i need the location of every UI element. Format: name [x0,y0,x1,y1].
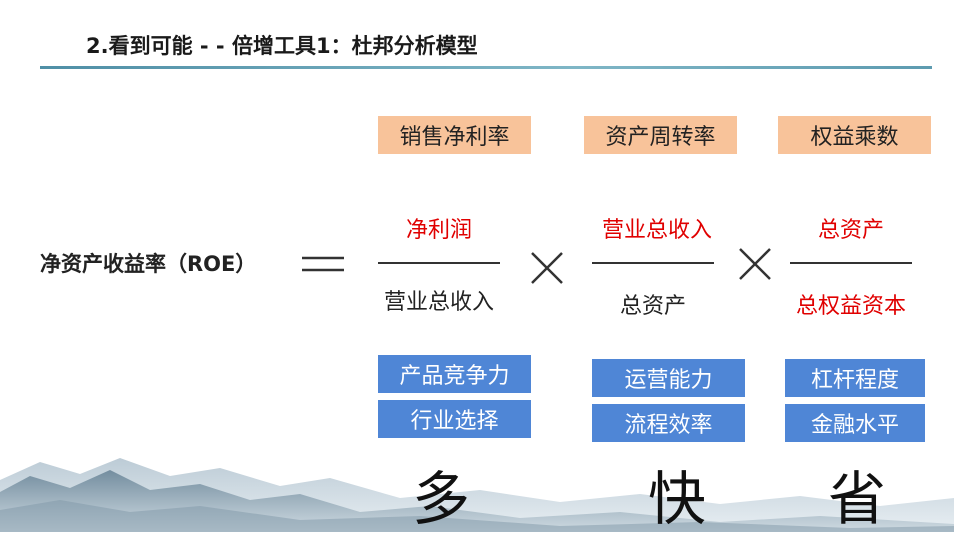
factor-header-equity-multiplier: 权益乘数 [778,116,931,154]
fraction-1-bar [378,262,500,264]
page-title: 2.看到可能 - - 倍增工具1：杜邦分析模型 [86,34,478,58]
driver-box-industry-choice: 行业选择 [378,400,531,438]
factor-header-net-margin: 销售净利率 [378,116,531,154]
fraction-2-numerator: 营业总收入 [601,218,712,243]
driver-box-financial-level: 金融水平 [785,404,925,442]
equals-sign [302,256,344,272]
driver-box-product-competitiveness: 产品竞争力 [378,355,531,393]
fraction-3-denominator: 总权益资本 [795,294,906,319]
fraction-3-numerator: 总资产 [817,218,884,243]
mountain-landscape-image [0,458,954,532]
keyword-save: 省 [828,465,887,533]
multiply-sign-2 [739,248,771,280]
keyword-fast: 快 [648,465,707,533]
fraction-1-numerator: 净利润 [405,218,472,243]
factor-header-asset-turnover: 资产周转率 [584,116,737,154]
roe-label: 净资产收益率（ROE） [40,252,257,276]
fraction-3-bar [790,262,912,264]
keyword-more: 多 [412,465,471,533]
fraction-1-denominator: 营业总收入 [383,290,494,315]
fraction-2-bar [592,262,714,264]
title-divider [40,66,932,69]
driver-box-operating-ability: 运营能力 [592,359,745,397]
fraction-2-denominator: 总资产 [619,294,686,319]
multiply-sign-1 [531,252,563,284]
driver-box-leverage-level: 杠杆程度 [785,359,925,397]
driver-box-process-efficiency: 流程效率 [592,404,745,442]
